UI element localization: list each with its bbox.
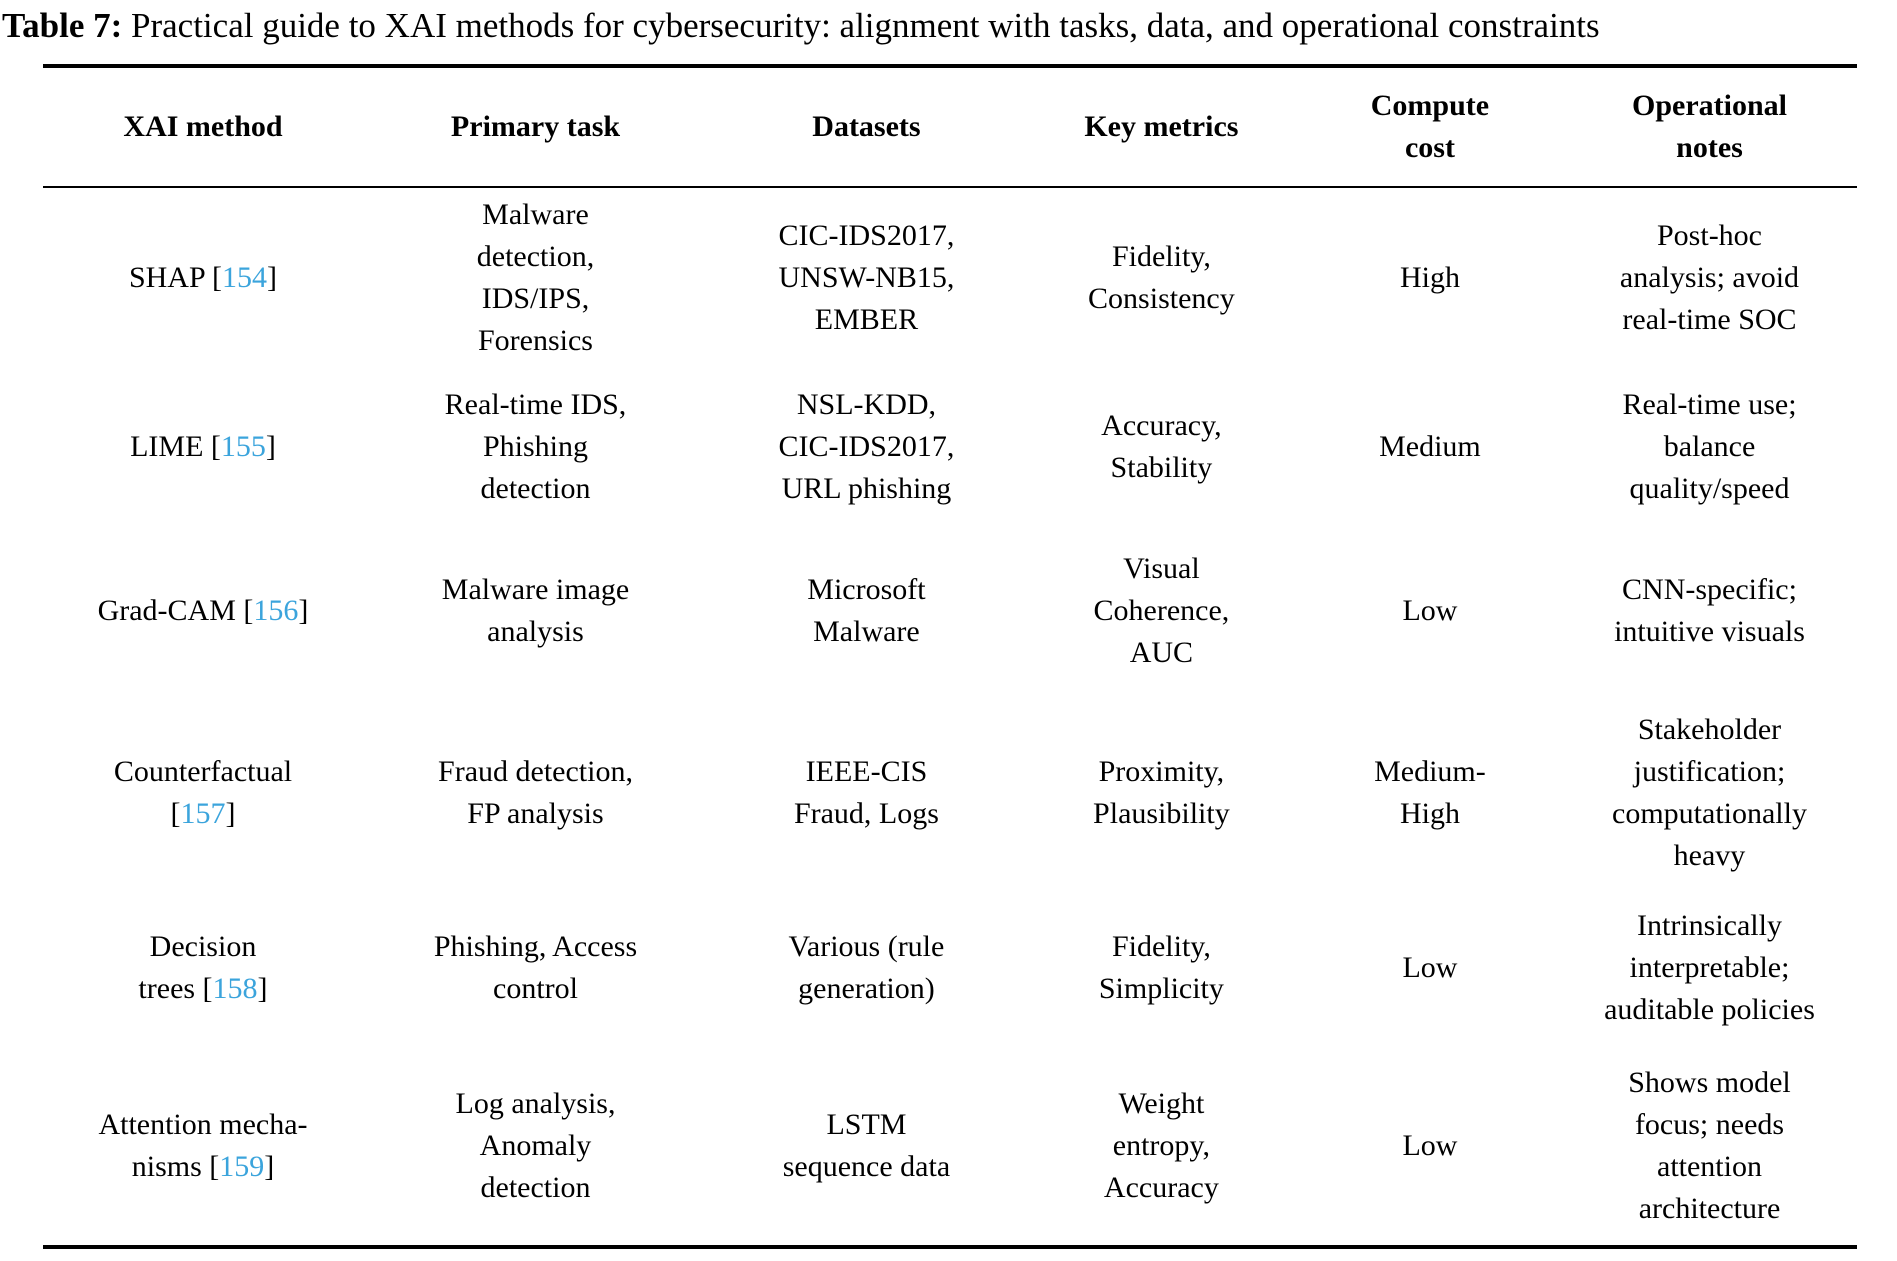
column-header-xai-method: XAI method <box>123 110 283 143</box>
cell-primary-task: Phishing, Access control <box>433 930 638 1005</box>
xai-methods-table: XAI method Primary task Datasets Key met… <box>43 64 1857 1249</box>
citation-link[interactable]: 157 <box>180 797 226 830</box>
table-caption-text: Practical guide to XAI methods for cyber… <box>131 6 1600 45</box>
header-row: XAI method Primary task Datasets Key met… <box>43 66 1857 187</box>
table-body: SHAP [154] Malware detection, IDS/IPS, Fo… <box>43 187 1857 1247</box>
cell-key-metrics: Fidelity, Consistency <box>1088 240 1235 315</box>
cell-operational-notes: CNN-specific; intuitive visuals <box>1614 572 1805 648</box>
cell-key-metrics: Visual Coherence, AUC <box>1093 551 1230 669</box>
table-row: Decision trees [158] Phishing, Access con… <box>43 890 1857 1046</box>
table-caption: Table 7: Practical guide to XAI methods … <box>2 6 1897 46</box>
cell-compute-cost: Medium- High <box>1374 755 1486 830</box>
citation-link[interactable]: 159 <box>219 1149 265 1183</box>
cell-primary-task: Real-time IDS, Phishing detection <box>444 387 627 505</box>
cell-datasets: NSL-KDD, CIC-IDS2017, URL phishing <box>778 387 955 505</box>
cell-primary-task: Malware image analysis <box>441 572 630 648</box>
table-row: Grad-CAM [156] Malware image analysis Micr… <box>43 525 1857 696</box>
cell-xai-method: Attention mecha- nisms [159] <box>98 1107 308 1183</box>
table-header: XAI method Primary task Datasets Key met… <box>43 66 1857 187</box>
cell-xai-method: LIME [155] <box>130 429 276 463</box>
column-header-compute-cost: Compute cost <box>1370 89 1490 164</box>
table-row: Attention mecha- nisms [159] Log analysis… <box>43 1046 1857 1247</box>
cell-compute-cost: Medium <box>1379 429 1481 463</box>
cell-compute-cost: Low <box>1402 951 1458 984</box>
column-header-datasets: Datasets <box>812 110 921 143</box>
citation-link[interactable]: 156 <box>253 593 299 627</box>
table-row: LIME [155] Real-time IDS, Phishing detect… <box>43 368 1857 525</box>
cell-xai-method: Counterfactual [157] <box>113 755 293 830</box>
cell-compute-cost: High <box>1399 261 1460 294</box>
cell-datasets: Microsoft Malware <box>807 572 926 648</box>
citation-link[interactable]: 158 <box>212 972 258 1005</box>
citation-link[interactable]: 155 <box>220 429 266 463</box>
cell-xai-method: Grad-CAM [156] <box>97 593 309 627</box>
column-header-primary-task: Primary task <box>450 110 621 143</box>
cell-operational-notes: Shows model focus; needs attention archi… <box>1628 1065 1791 1225</box>
citation-link[interactable]: 154 <box>222 261 268 294</box>
cell-primary-task: Malware detection, IDS/IPS, Forensics <box>476 198 595 357</box>
table-row: Counterfactual [157] Fraud detection, FP … <box>43 696 1857 890</box>
cell-operational-notes: Intrinsically interpretable; auditable p… <box>1604 909 1815 1026</box>
column-header-key-metrics: Key metrics <box>1084 110 1239 143</box>
cell-datasets: LSTM sequence data <box>782 1107 951 1183</box>
cell-key-metrics: Weight entropy, Accuracy <box>1103 1086 1219 1204</box>
table-row: SHAP [154] Malware detection, IDS/IPS, Fo… <box>43 187 1857 368</box>
cell-key-metrics: Proximity, Plausibility <box>1093 755 1230 830</box>
cell-datasets: Various (rule generation) <box>788 930 945 1005</box>
cell-compute-cost: Low <box>1402 1128 1458 1162</box>
table-caption-label: Table 7: <box>2 6 123 45</box>
cell-primary-task: Log analysis, Anomaly detection <box>455 1086 616 1204</box>
cell-datasets: CIC-IDS2017, UNSW-NB15, EMBER <box>778 219 955 336</box>
cell-operational-notes: Stakeholder justification; computational… <box>1612 713 1807 872</box>
cell-compute-cost: Low <box>1402 593 1458 627</box>
column-header-operational-notes: Operational notes <box>1632 89 1787 164</box>
cell-operational-notes: Post-hoc analysis; avoid real-time SOC <box>1619 219 1800 336</box>
cell-datasets: IEEE-CIS Fraud, Logs <box>793 755 939 830</box>
cell-xai-method: SHAP [154] <box>128 261 278 294</box>
cell-key-metrics: Accuracy, Stability <box>1101 408 1222 484</box>
cell-xai-method: Decision trees [158] <box>138 930 268 1005</box>
cell-primary-task: Fraud detection, FP analysis <box>438 755 633 830</box>
cell-operational-notes: Real-time use; balance quality/speed <box>1622 387 1797 505</box>
cell-key-metrics: Fidelity, Simplicity <box>1098 930 1224 1005</box>
